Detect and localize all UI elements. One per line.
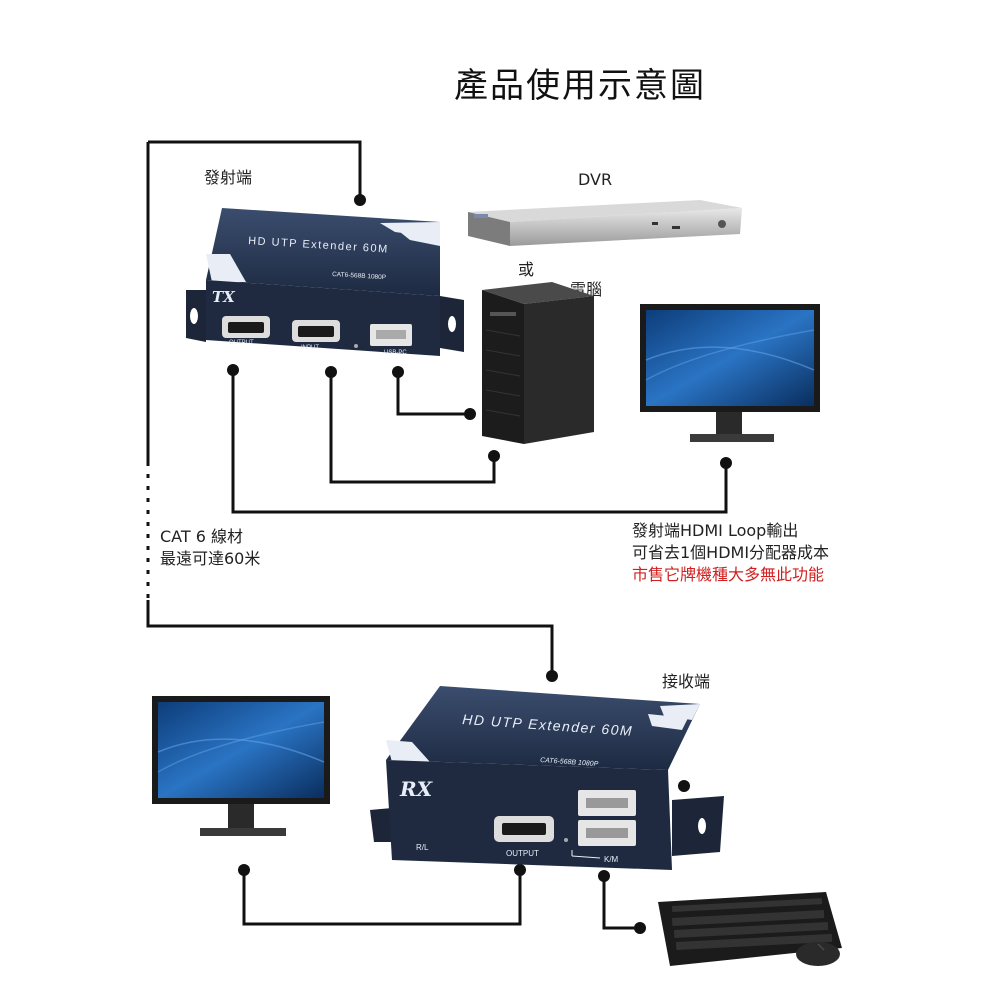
tx-port-usb: USB-PC — [384, 350, 407, 356]
cable-note-line1: CAT 6 線材 — [160, 527, 244, 546]
rx-badge: RX — [399, 777, 434, 801]
or-label: 或 — [518, 260, 535, 279]
receiver-label: 接收端 — [662, 672, 711, 691]
cat6-cable — [146, 140, 554, 676]
tx-badge: TX — [212, 288, 236, 306]
mouse-icon — [796, 942, 840, 966]
rx-port-rl: R/L — [416, 843, 429, 852]
cable-note: CAT 6 線材 最遠可達60米 — [160, 526, 260, 570]
keyboard-icon — [658, 892, 842, 966]
monitor-icon — [640, 304, 820, 442]
usb-pc-cable — [396, 372, 470, 416]
rx-port-km: K/M — [604, 855, 619, 864]
rx-port-output: OUTPUT — [506, 849, 539, 858]
tx-port-output: OUTPUT — [229, 340, 254, 346]
tx-model: CAT6-568B 1080P — [332, 271, 386, 281]
rx-model: CAT6-568B 1080P — [540, 757, 599, 768]
receiver-device — [370, 686, 724, 870]
rx-hdmi-cable — [242, 870, 522, 926]
tx-port-input: INPUT — [301, 345, 319, 351]
feature-note-line3: 市售它牌機種大多無此功能 — [632, 565, 825, 584]
transmitter-device — [186, 208, 464, 356]
dvr-icon — [468, 200, 742, 246]
feature-note: 發射端HDMI Loop輸出 可省去1個HDMI分配器成本 市售它牌機種大多無此… — [632, 520, 829, 586]
cable-note-line2: 最遠可達60米 — [160, 549, 261, 568]
feature-note-line2: 可省去1個HDMI分配器成本 — [632, 543, 830, 562]
dvr-label: DVR — [578, 170, 613, 189]
page-title: 產品使用示意圖 — [454, 66, 706, 106]
rx-monitor-icon — [152, 696, 330, 836]
hdmi-loop-cable — [231, 370, 728, 514]
pc-tower-icon — [482, 282, 594, 444]
transmitter-label: 發射端 — [204, 168, 253, 187]
hdmi-input-cable — [329, 372, 496, 484]
feature-note-line1: 發射端HDMI Loop輸出 — [632, 521, 799, 540]
rx-km-cable — [602, 876, 640, 930]
cable-endpoints — [227, 194, 732, 934]
